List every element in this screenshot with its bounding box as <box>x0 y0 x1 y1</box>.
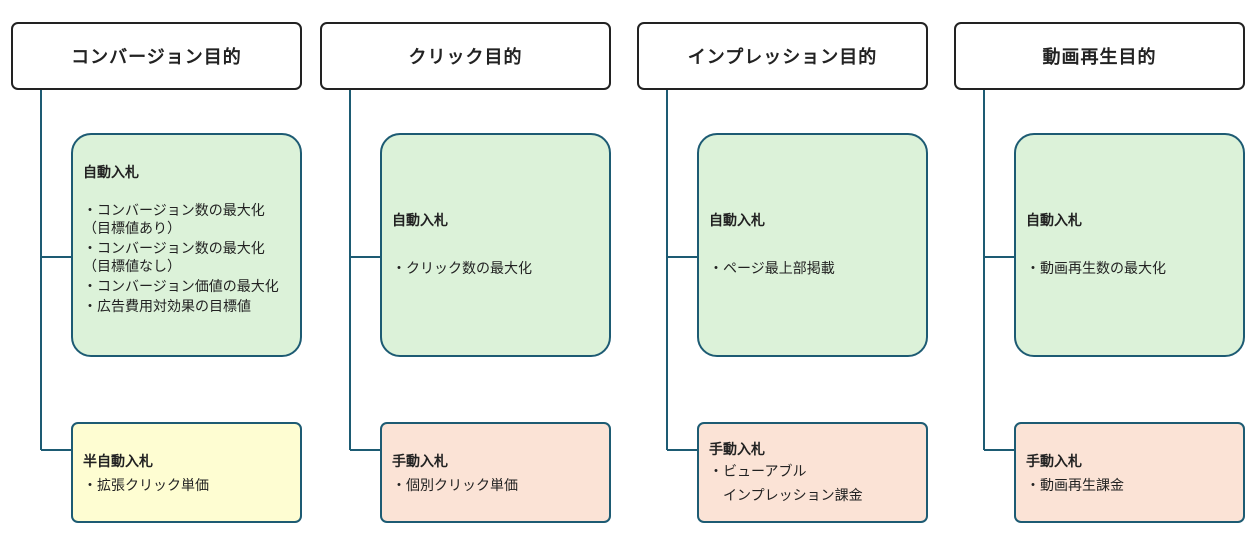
list-item: ・コンバージョン数の最大化 （目標値あり） <box>83 203 265 237</box>
semi-auto-bid-box-conversion: 半自動入札 ・拡張クリック単価 <box>71 422 302 523</box>
header-impression-objective: インプレッション目的 <box>637 22 928 90</box>
auto-bid-title: 自動入札 <box>709 213 765 229</box>
list-item: ・動画再生課金 <box>1026 478 1124 494</box>
header-label: インプレッション目的 <box>687 47 878 68</box>
manual-bid-list: ・ビューアブル インプレッション課金 <box>709 462 916 506</box>
semi-auto-bid-list: ・拡張クリック単価 <box>83 477 290 495</box>
header-conversion-objective: コンバージョン目的 <box>11 22 302 90</box>
auto-bid-list: ・動画再生数の最大化 <box>1026 260 1233 278</box>
auto-bid-title: 自動入札 <box>1026 213 1082 229</box>
manual-bid-box-click: 手動入札 ・個別クリック単価 <box>380 422 611 523</box>
manual-bid-title: 手動入札 <box>1026 454 1082 470</box>
manual-bid-box-impression: 手動入札 ・ビューアブル インプレッション課金 <box>697 422 928 523</box>
header-label: クリック目的 <box>408 47 523 68</box>
manual-bid-title: 手動入札 <box>392 454 448 470</box>
list-item: ・クリック数の最大化 <box>392 261 532 277</box>
auto-bid-box-conversion: 自動入札 ・コンバージョン数の最大化 （目標値あり） ・コンバージョン数の最大化… <box>71 133 302 357</box>
list-item: ・ページ最上部掲載 <box>709 261 835 277</box>
manual-bid-list: ・個別クリック単価 <box>392 477 599 495</box>
semi-auto-bid-title: 半自動入札 <box>83 454 153 470</box>
auto-bid-list: ・クリック数の最大化 <box>392 260 599 278</box>
manual-bid-title: 手動入札 <box>709 442 765 458</box>
auto-bid-list: ・コンバージョン数の最大化 （目標値あり） ・コンバージョン数の最大化 （目標値… <box>83 202 290 316</box>
header-video-play-objective: 動画再生目的 <box>954 22 1245 90</box>
header-click-objective: クリック目的 <box>320 22 611 90</box>
manual-bid-box-video: 手動入札 ・動画再生課金 <box>1014 422 1245 523</box>
list-item: ・ビューアブル インプレッション課金 <box>709 464 863 504</box>
list-item: ・コンバージョン数の最大化 （目標値なし） <box>83 241 265 275</box>
auto-bid-list: ・ページ最上部掲載 <box>709 260 916 278</box>
auto-bid-box-click: 自動入札 ・クリック数の最大化 <box>380 133 611 357</box>
list-item: ・コンバージョン価値の最大化 <box>83 279 279 295</box>
auto-bid-title: 自動入札 <box>83 165 139 181</box>
auto-bid-box-impression: 自動入札 ・ページ最上部掲載 <box>697 133 928 357</box>
list-item: ・拡張クリック単価 <box>83 478 209 494</box>
auto-bid-box-video: 自動入札 ・動画再生数の最大化 <box>1014 133 1245 357</box>
list-item: ・動画再生数の最大化 <box>1026 261 1166 277</box>
auto-bid-title: 自動入札 <box>392 213 448 229</box>
header-label: コンバージョン目的 <box>71 47 242 68</box>
list-item: ・個別クリック単価 <box>392 478 518 494</box>
manual-bid-list: ・動画再生課金 <box>1026 477 1233 495</box>
header-label: 動画再生目的 <box>1042 47 1157 68</box>
list-item: ・広告費用対効果の目標値 <box>83 299 251 315</box>
